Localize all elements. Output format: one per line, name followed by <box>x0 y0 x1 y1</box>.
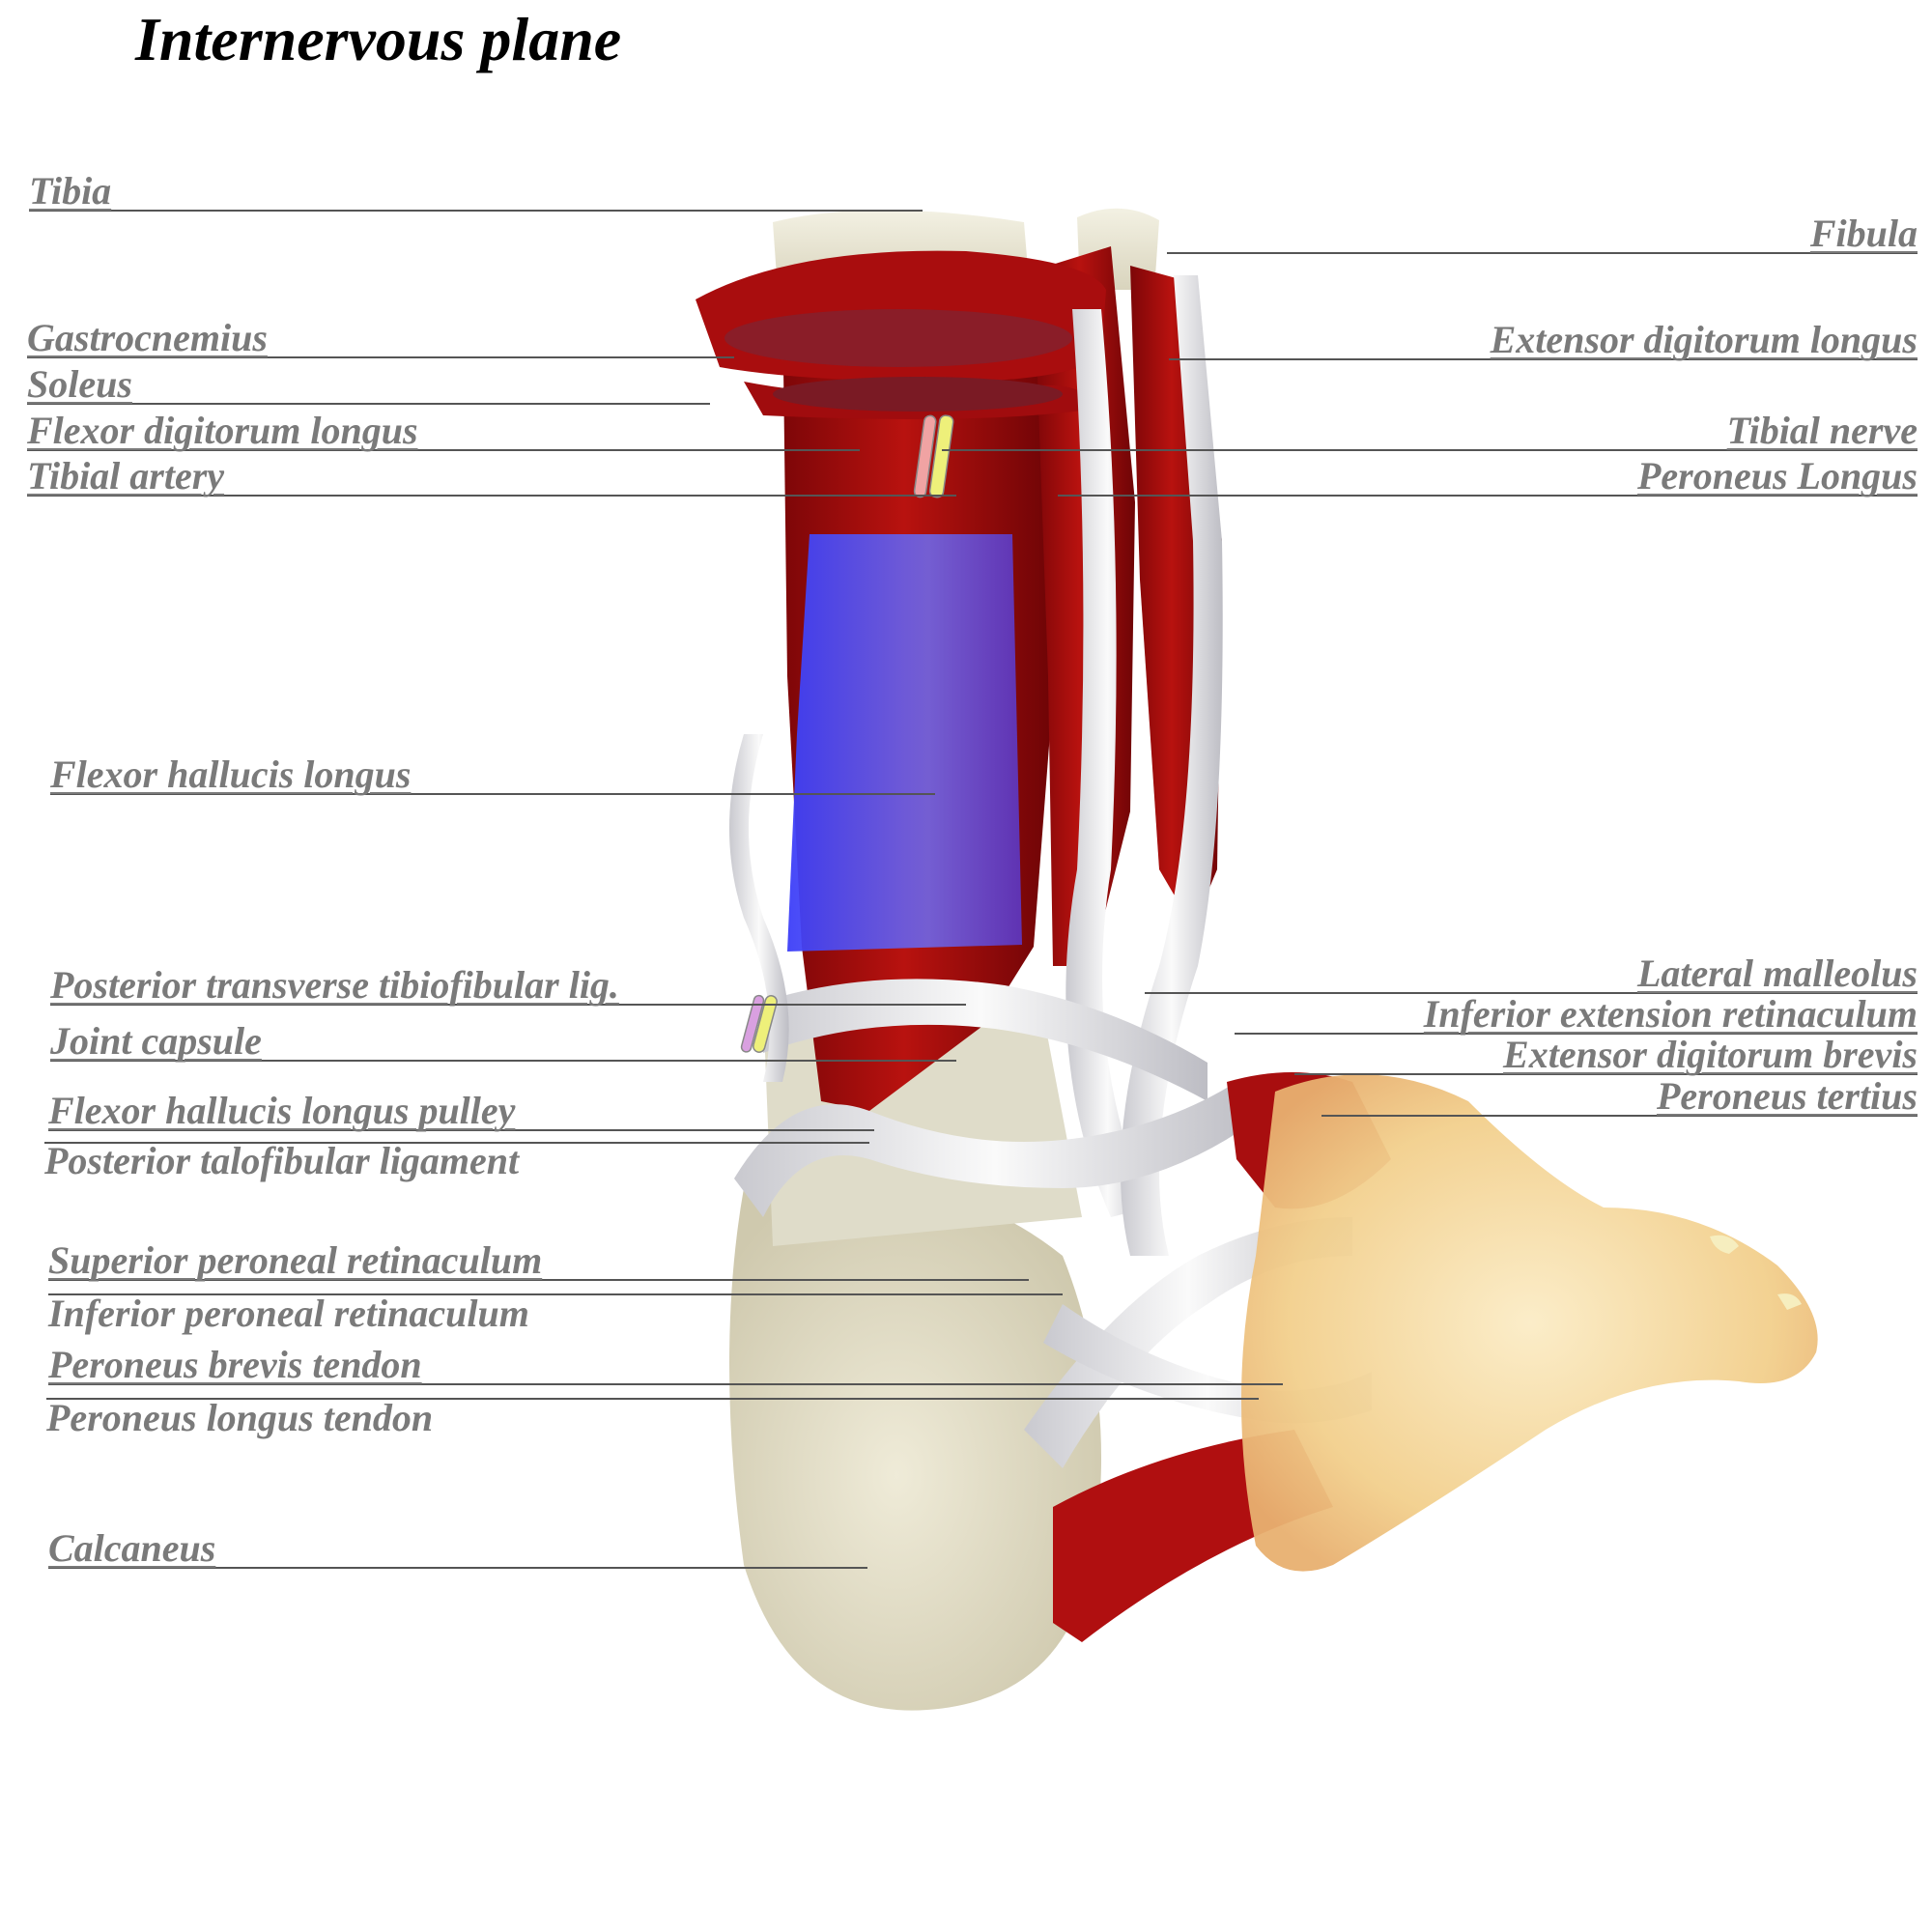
label-fibula: Fibula <box>1809 212 1918 255</box>
label-peroneus-brevis-tendon: Peroneus brevis tendon <box>48 1343 422 1386</box>
tibial-nerve-vessel <box>928 414 954 498</box>
label-inferior-extension-retinaculum: Inferior extension retinaculum <box>1423 992 1918 1036</box>
label-peroneus-longus: Peroneus Longus <box>1636 454 1918 497</box>
internervous-plane-highlight <box>787 534 1022 952</box>
label-gastrocnemius: Gastrocnemius <box>27 316 268 359</box>
peroneus-longus-tendon-band <box>1065 309 1150 1217</box>
label-posterior-talofibular-ligament: Posterior talofibular ligament <box>44 1139 520 1182</box>
label-extensor-digitorum-longus: Extensor digitorum longus <box>1490 318 1918 361</box>
label-peroneus-longus-tendon: Peroneus longus tendon <box>46 1396 434 1439</box>
label-superior-peroneal-retinaculum: Superior peroneal retinaculum <box>48 1238 543 1282</box>
label-flexor-digitorum-longus: Flexor digitorum longus <box>27 409 418 452</box>
lower-nerve-vessel <box>753 995 778 1053</box>
label-lateral-malleolus: Lateral malleolus <box>1637 952 1918 995</box>
foot-skin <box>1241 1074 1818 1572</box>
label-tibial-artery: Tibial artery <box>27 454 225 497</box>
toe-nail-1 <box>1710 1235 1739 1254</box>
label-peroneus-tertius: Peroneus tertius <box>1656 1074 1918 1118</box>
label-posterior-transverse-tibiofibular-lig: Posterior transverse tibiofibular lig. <box>50 963 619 1007</box>
flexor-tendon-medial <box>729 734 789 1082</box>
label-inferior-peroneal-retinaculum: Inferior peroneal retinaculum <box>48 1292 529 1335</box>
diagram-title: Internervous plane <box>135 5 622 73</box>
label-calcaneus: Calcaneus <box>48 1526 216 1570</box>
toe-nail-2 <box>1777 1293 1802 1310</box>
peroneus-brevis-tendon-band <box>1121 275 1223 1256</box>
label-joint-capsule: Joint capsule <box>50 1019 262 1063</box>
label-flexor-hallucis-longus: Flexor hallucis longus <box>50 753 412 796</box>
leader-lines <box>27 210 1918 1569</box>
label-tibia: Tibia <box>29 169 112 213</box>
retinaculum-band-2 <box>734 1082 1256 1217</box>
retinaculum-band-1 <box>753 979 1208 1101</box>
label-tibial-nerve: Tibial nerve <box>1726 409 1918 452</box>
gastrocnemius-cut-surface <box>724 309 1072 367</box>
label-soleus: Soleus <box>27 362 132 406</box>
calcaneus-bone <box>729 1186 1101 1711</box>
soleus-cut-surface <box>773 377 1063 412</box>
tibial-artery-vessel <box>913 414 937 498</box>
label-extensor-digitorum-brevis: Extensor digitorum brevis <box>1503 1033 1918 1076</box>
label-flexor-hallucis-longus-pulley: Flexor hallucis longus pulley <box>48 1089 516 1132</box>
lower-artery-vessel <box>740 994 765 1053</box>
